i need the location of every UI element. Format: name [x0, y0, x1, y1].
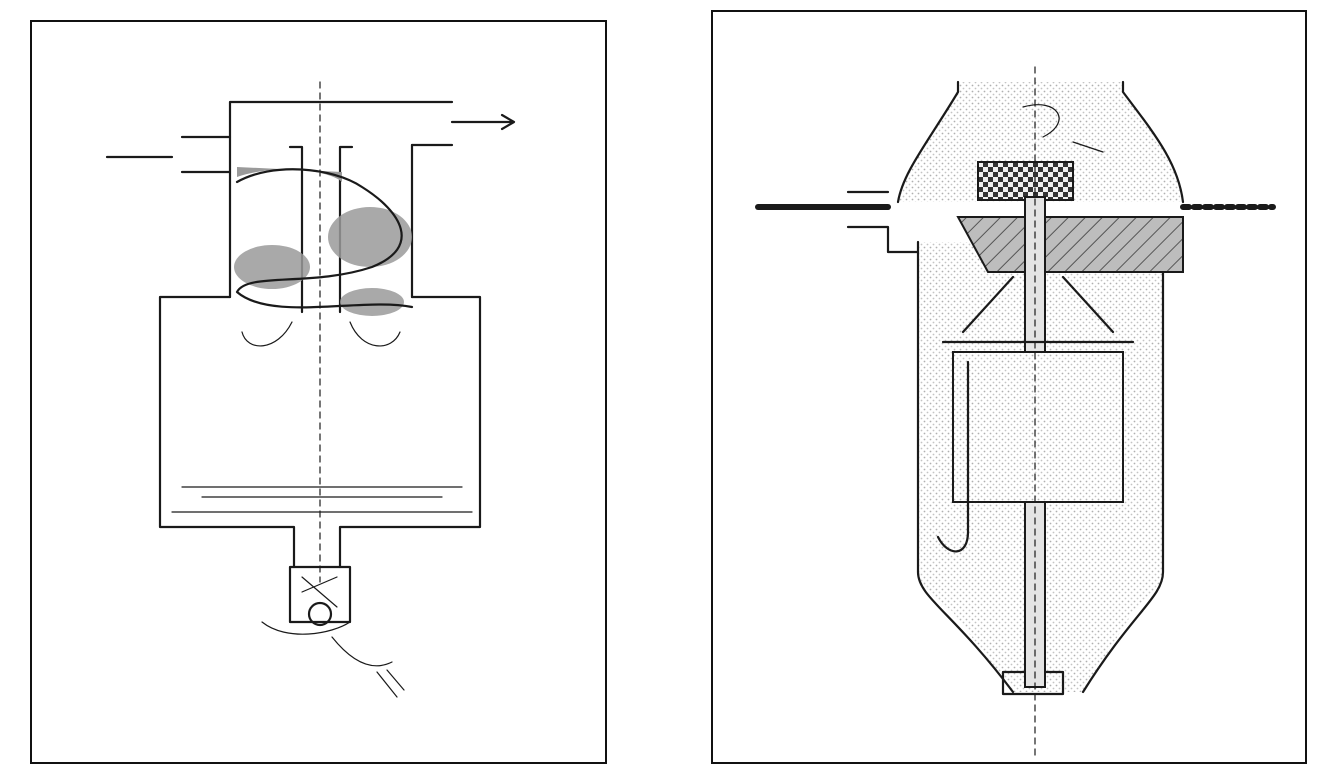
drain-valve-icon — [288, 565, 352, 624]
spiral-shade-3 — [340, 288, 404, 316]
filter-cross-section-drawing — [755, 66, 1276, 758]
filter-element-icon — [952, 351, 1124, 503]
swirl-arrows — [1022, 104, 1104, 153]
upper-chamber-left-wall — [228, 100, 454, 299]
head-outline — [896, 80, 1185, 204]
baffle-cone — [961, 275, 1115, 334]
downflow-arrows — [241, 321, 401, 347]
outlet-arrow-icon — [450, 113, 516, 131]
drain-tube-icon — [936, 360, 970, 553]
cyclone-separator-drawing — [105, 81, 516, 698]
deflector-plate — [956, 216, 1184, 273]
valve-ball — [307, 601, 333, 627]
spiral-path — [235, 168, 414, 309]
filter-cross-section-figure — [711, 10, 1307, 764]
bowl-outline — [916, 240, 1165, 694]
spiral-shade-2 — [234, 245, 310, 289]
drain-outlet — [261, 621, 393, 667]
cyclone-separator-figure — [30, 20, 607, 764]
liquid-level — [171, 486, 473, 513]
top-knob — [977, 161, 1074, 201]
inlet-port — [846, 190, 920, 254]
spiral-shade-1 — [328, 207, 412, 267]
drain-arrow-icon — [376, 669, 405, 698]
inlet-pipe — [180, 135, 232, 174]
lower-tank — [158, 295, 482, 569]
head-fill — [898, 82, 1183, 202]
valve-spring — [301, 576, 338, 608]
